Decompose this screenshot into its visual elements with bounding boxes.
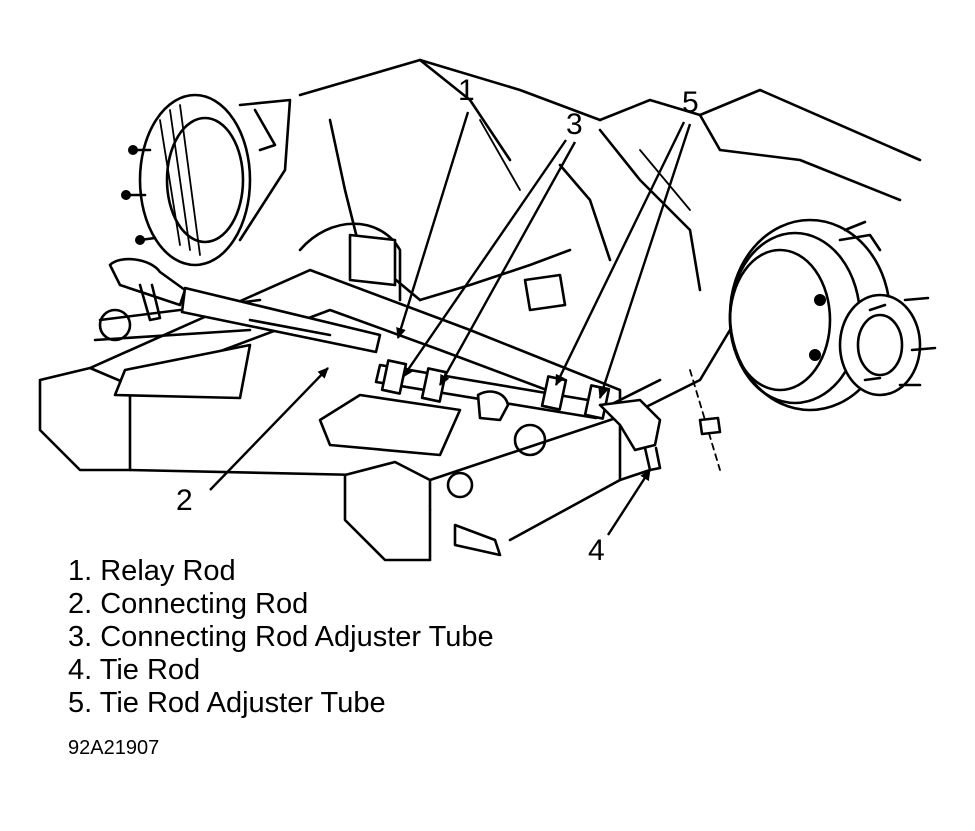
leader-3b: [438, 141, 577, 386]
legend-item-relay-rod: 1. Relay Rod: [68, 555, 236, 587]
legend-item-connecting-rod: 2. Connecting Rod: [68, 588, 309, 620]
leader-1: [396, 111, 470, 339]
leader-5b: [598, 123, 692, 399]
callout-4: 4: [588, 534, 605, 567]
leader-lines: [209, 111, 692, 536]
legend-item-connecting-rod-adjuster-tube: 3. Connecting Rod Adjuster Tube: [68, 621, 494, 653]
vehicle-frame: [298, 58, 922, 312]
callout-3: 3: [566, 108, 583, 141]
legend-item-tie-rod-adjuster-tube: 5. Tie Rod Adjuster Tube: [68, 687, 386, 719]
leader-5a: [554, 121, 686, 386]
crossmember: [38, 268, 732, 562]
leader-3a: [402, 139, 567, 378]
callout-1: 1: [458, 74, 475, 107]
callout-5: 5: [682, 86, 699, 119]
figure-code: 92A21907: [68, 737, 160, 759]
callout-2: 2: [176, 484, 193, 517]
leader-4: [606, 469, 652, 536]
right-brake-rotor: [728, 218, 937, 412]
parts-legend: 1. Relay Rod 2. Connecting Rod 3. Connec…: [68, 555, 494, 720]
leader-2: [209, 367, 329, 491]
left-brake-hub: [121, 93, 292, 267]
steering-linkage: [108, 257, 722, 472]
legend-item-tie-rod: 4. Tie Rod: [68, 654, 201, 686]
